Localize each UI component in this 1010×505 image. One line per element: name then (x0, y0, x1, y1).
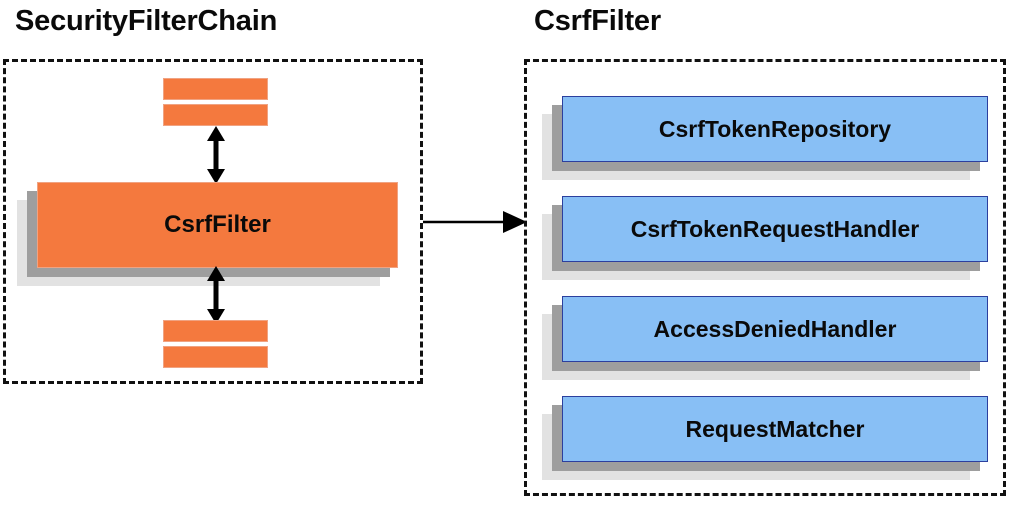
csrffilter-detail-panel (524, 59, 1006, 496)
csrffilter-label: CsrfFilter (37, 182, 398, 268)
filter-bar-bottom-1 (163, 320, 268, 342)
double-arrow-below-csrffilter (207, 266, 225, 324)
component-box-csrftokenrepository: CsrfTokenRepository (542, 96, 988, 180)
page-title-csrffilter: CsrfFilter (534, 5, 661, 37)
component-box-accessdeniedhandler: AccessDeniedHandler (542, 296, 988, 380)
component-label: CsrfTokenRequestHandler (562, 196, 988, 262)
double-arrow-above-csrffilter (207, 126, 225, 184)
filter-bar-top-1 (163, 78, 268, 100)
page-title-security-filter-chain: SecurityFilterChain (15, 5, 278, 37)
filter-bar-top-2 (163, 104, 268, 126)
csrffilter-detail-arrow (423, 211, 527, 233)
component-box-requestmatcher: RequestMatcher (542, 396, 988, 480)
component-label: RequestMatcher (562, 396, 988, 462)
csrffilter-box: CsrfFilter (17, 182, 398, 286)
component-label: CsrfTokenRepository (562, 96, 988, 162)
security-filter-chain-panel (3, 59, 423, 384)
component-box-csrftokenrequesthandler: CsrfTokenRequestHandler (542, 196, 988, 280)
component-label: AccessDeniedHandler (562, 296, 988, 362)
filter-bar-bottom-2 (163, 346, 268, 368)
